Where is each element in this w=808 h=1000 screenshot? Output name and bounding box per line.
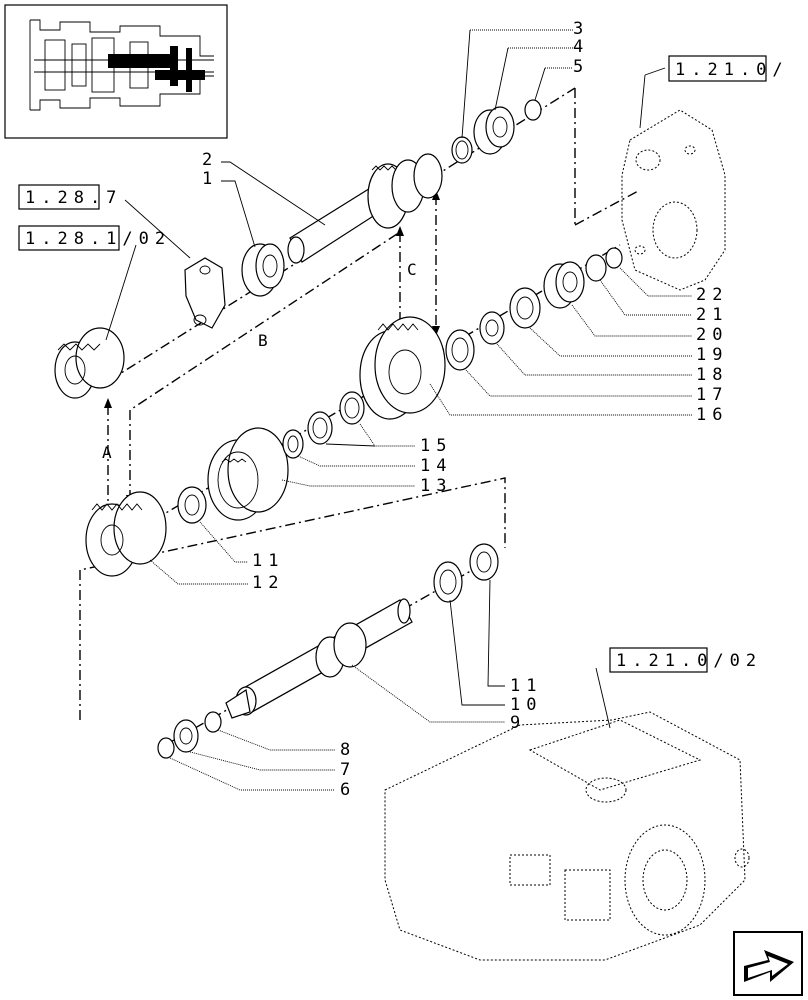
callout-2: 2 [202, 150, 218, 170]
callout-14: 14 [420, 456, 452, 476]
callout-20: 20 [696, 325, 728, 345]
callout-10: 10 [510, 695, 542, 715]
housing-cover[interactable] [621, 109, 726, 291]
transmission-housing[interactable] [384, 711, 750, 961]
upper-gear-shaft[interactable] [287, 153, 443, 264]
next-page-arrow-icon[interactable] [733, 931, 803, 996]
callout-11-right: 11 [510, 676, 542, 696]
bearing-1[interactable] [241, 243, 285, 297]
large-gear-16[interactable] [359, 316, 446, 420]
snap-ring-8[interactable] [204, 711, 222, 733]
ref-text-1-28-7: 1.28.7 [25, 188, 122, 208]
transmission-section-thumbnail-icon[interactable] [4, 4, 228, 139]
thrust-washer-10[interactable] [433, 561, 463, 603]
callout-11-left: 11 [252, 551, 284, 571]
flow-label-c: C [407, 260, 423, 279]
flow-label-b: B [258, 331, 274, 350]
snap-ring-22[interactable] [605, 247, 623, 269]
callout-7: 7 [340, 760, 356, 780]
callout-19: 19 [696, 345, 728, 365]
thrust-washer-17[interactable] [445, 329, 475, 371]
callout-17: 17 [696, 385, 728, 405]
callout-8: 8 [340, 740, 356, 760]
needle-bearing-11-right[interactable] [469, 543, 499, 581]
callout-3: 3 [573, 19, 589, 39]
needle-bearing-11-left[interactable] [177, 486, 207, 524]
callout-22: 22 [696, 285, 728, 305]
callout-leaders [105, 29, 692, 791]
ref-box-1-21-0-top[interactable]: 1.21.0/ [668, 55, 789, 82]
ref-box-1-21-0-02[interactable]: 1.21.0/02 [609, 647, 762, 673]
bearing-4[interactable] [473, 106, 515, 155]
callout-1: 1 [202, 169, 218, 189]
upper-shaft-gear-cluster [367, 153, 443, 229]
shim-21[interactable] [585, 254, 607, 282]
callout-21: 21 [696, 305, 728, 325]
callout-4: 4 [573, 37, 589, 57]
ref-box-1-28-1-02[interactable]: 1.28.1/02 [18, 225, 171, 251]
washer-6[interactable] [157, 737, 175, 759]
double-gear-12[interactable] [85, 491, 167, 577]
callout-13: 13 [420, 476, 452, 496]
needle-bearing-15a[interactable] [307, 411, 333, 445]
sliding-coupler-13[interactable] [207, 427, 289, 521]
main-shaft-9[interactable] [225, 598, 413, 719]
snap-ring-3[interactable] [451, 136, 473, 164]
ring-14[interactable] [282, 429, 304, 459]
flow-label-a: A [102, 443, 118, 462]
ref-text-1-28-1-02: 1.28.1/02 [25, 229, 171, 249]
ref-text-1-21-0: 1.21.0/ [675, 60, 789, 80]
needle-bearing-15b[interactable] [339, 391, 365, 425]
bearing-20[interactable] [543, 261, 585, 309]
support-bracket[interactable] [184, 257, 226, 329]
ref-text-1-21-0-02: 1.21.0/02 [616, 651, 762, 671]
snap-ring-5[interactable] [524, 99, 542, 121]
callout-12: 12 [252, 573, 284, 593]
callout-9: 9 [510, 713, 526, 733]
callout-5: 5 [573, 57, 589, 77]
ref-box-1-28-7[interactable]: 1.28.7 [18, 184, 122, 210]
callout-16: 16 [696, 405, 728, 425]
spacer-18[interactable] [479, 311, 505, 345]
gear-left-upper[interactable] [54, 327, 125, 399]
bearing-7[interactable] [173, 719, 199, 753]
callout-6: 6 [340, 780, 356, 800]
callout-15: 15 [420, 436, 452, 456]
callout-18: 18 [696, 365, 728, 385]
washer-19[interactable] [509, 287, 541, 329]
